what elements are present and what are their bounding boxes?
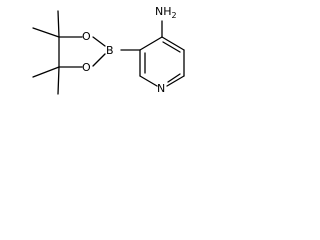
atom-label-boron: B bbox=[106, 44, 114, 57]
atom-label-nh2: NH2 bbox=[155, 5, 177, 20]
atom-label-nitrogen: N bbox=[157, 82, 165, 95]
nh2-main: NH bbox=[155, 5, 172, 18]
methyl-bottom-left bbox=[32, 66, 60, 78]
bond-c4-c3 bbox=[139, 36, 163, 51]
structure-diagram: NH2 O O B N bbox=[32, 5, 185, 95]
methyl-groups bbox=[32, 10, 60, 95]
pyridine-ring bbox=[139, 36, 185, 87]
methyl-top-left bbox=[32, 27, 60, 38]
nh2-subscript: 2 bbox=[172, 11, 177, 20]
bond-n1-c6 bbox=[166, 75, 185, 87]
dioxaborolane-ring bbox=[58, 36, 106, 68]
atom-label-o-top: O bbox=[82, 30, 91, 43]
bond-c5-c4 bbox=[161, 36, 185, 51]
atom-label-o-bottom: O bbox=[82, 61, 91, 74]
bond-n1-c6-inner bbox=[167, 73, 181, 83]
bond-b-o-bottom bbox=[92, 53, 106, 67]
bond-c5-c4-inner bbox=[162, 41, 181, 53]
methyl-bottom-down bbox=[57, 66, 60, 95]
bond-c2-n1 bbox=[139, 75, 158, 87]
methyl-top-up bbox=[57, 10, 60, 38]
bond-b-o-top bbox=[92, 36, 106, 47]
